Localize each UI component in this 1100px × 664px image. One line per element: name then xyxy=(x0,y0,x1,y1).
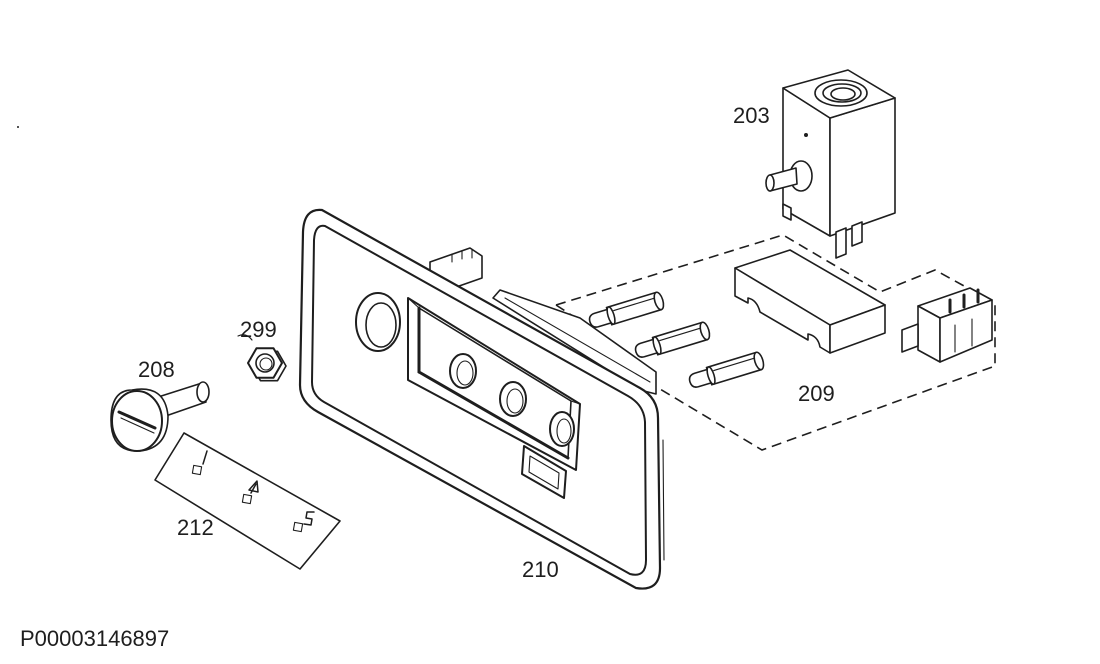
recess-depth-edge xyxy=(570,400,581,405)
triangle-arrow-symbol-icon xyxy=(241,480,259,505)
panel-knob-hole-inner xyxy=(365,302,397,348)
coil-shaft-tip xyxy=(765,174,775,192)
lamp-base-end xyxy=(699,321,711,341)
callout-212: 212 xyxy=(177,515,214,540)
line-symbol-box xyxy=(191,464,203,476)
lamp-bulb-3 xyxy=(688,351,765,388)
switch-button xyxy=(901,323,919,353)
knob-slot xyxy=(117,410,157,430)
lamp-collar xyxy=(606,306,616,326)
recess-lamp-hole-1 xyxy=(449,353,477,389)
panel-tab-inner xyxy=(528,455,560,490)
coil-terminal-left xyxy=(782,203,792,221)
lamp-collar xyxy=(706,366,716,386)
triangle-mark xyxy=(248,480,259,493)
recess-lamp-hole-2 xyxy=(499,381,527,417)
lamp-bulb-1 xyxy=(588,291,665,328)
coil-marker-dot xyxy=(804,133,808,137)
stray-dot xyxy=(17,126,19,128)
panel-tab xyxy=(521,445,567,499)
lamp-ridge xyxy=(659,327,701,342)
block-right-face xyxy=(829,304,886,354)
recess-lamp-hole-1-inner xyxy=(456,360,474,386)
knob-shaft-end xyxy=(196,381,210,403)
switch-body-side xyxy=(939,299,993,363)
callout-210: 210 xyxy=(522,557,559,582)
lamp-tip xyxy=(688,368,712,388)
s-symbol-box xyxy=(292,521,304,533)
callout-208: 208 xyxy=(138,357,175,382)
solenoid-coil-203 xyxy=(765,69,896,259)
drawing-code: P00003146897 xyxy=(20,626,169,651)
recess-lamp-hole-2-inner xyxy=(506,388,524,414)
lamp-bulb-2 xyxy=(634,321,711,358)
line-symbol-icon xyxy=(191,450,208,476)
leader-line-299 xyxy=(237,334,253,341)
control-panel-210 xyxy=(298,208,665,590)
lamp-tip xyxy=(588,308,612,328)
s-symbol-icon xyxy=(292,511,315,533)
s-mark xyxy=(303,511,315,526)
recess-lamp-hole-3-inner xyxy=(556,418,572,444)
coil-top-ring-inner xyxy=(830,87,856,101)
coil-terminal-b xyxy=(851,221,863,247)
coil-right-face xyxy=(829,97,896,237)
triangle-arrow xyxy=(250,483,257,494)
lamp-tip xyxy=(634,338,658,358)
dashed-boundary xyxy=(555,234,996,451)
lamp-base-end xyxy=(753,351,765,371)
line-symbol-mark xyxy=(202,450,208,465)
lamp-ridge xyxy=(713,357,755,372)
rear-housing-edge xyxy=(504,297,651,383)
knob-208 xyxy=(110,381,210,452)
knob-slot-edge xyxy=(120,417,155,434)
coil-terminal-a xyxy=(835,227,847,259)
cover-block xyxy=(734,249,886,354)
sticker-outline xyxy=(154,432,341,570)
callout-209: 209 xyxy=(798,381,835,406)
rocker-switch xyxy=(901,287,993,363)
callout-299: 299 xyxy=(240,317,277,342)
lamp-base-end xyxy=(653,291,665,311)
nut-bore-inner xyxy=(259,357,273,371)
lamp-ridge xyxy=(613,297,655,312)
recess-depth-edge xyxy=(407,297,420,309)
triangle-symbol-box xyxy=(241,493,253,505)
recess-floor-shadow xyxy=(417,370,570,460)
callout-203: 203 xyxy=(733,103,770,128)
lamp-collar xyxy=(652,336,662,356)
nut-bore-outer xyxy=(255,353,275,373)
block-front-face xyxy=(734,267,831,354)
hex-nut-299 xyxy=(247,347,287,382)
symbol-sticker-212 xyxy=(154,432,341,570)
panel-side-edge xyxy=(662,439,665,561)
